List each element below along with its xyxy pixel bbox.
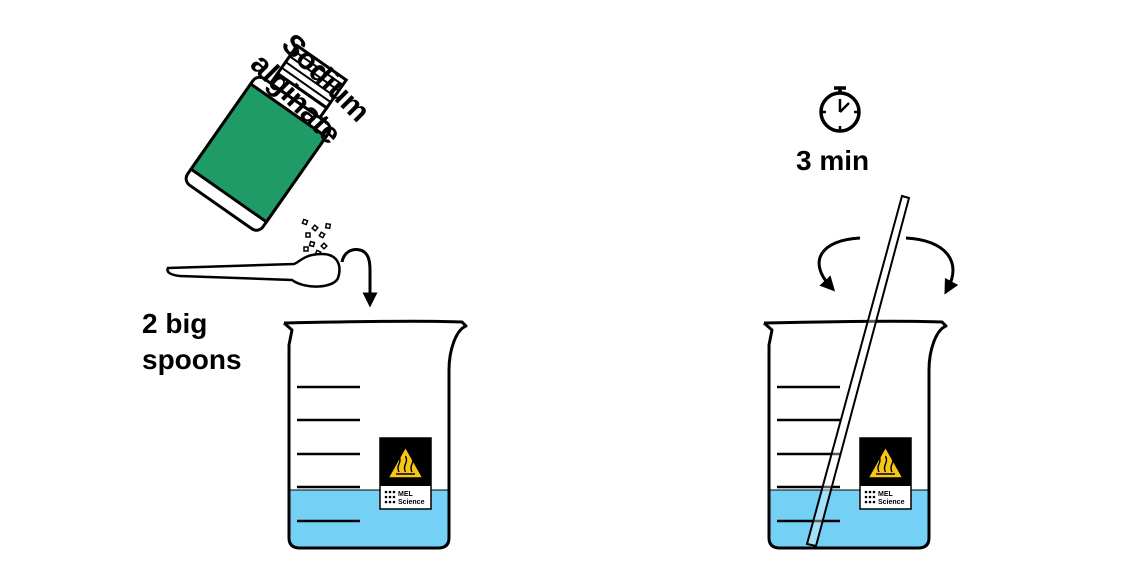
sodium-alginate-jar — [184, 43, 349, 232]
brand-line-2: Science — [398, 499, 425, 506]
measuring-spoon — [166, 252, 341, 288]
step-2-panel: 3 min — [763, 86, 959, 550]
amount-label: 2 big spoons — [142, 308, 242, 375]
amount-label-line-1: 2 big — [142, 308, 207, 339]
brand-line-1: MEL — [398, 491, 414, 498]
brand-name: MEL Science — [398, 491, 425, 506]
stopwatch-icon — [819, 86, 861, 133]
time-label: 3 min — [796, 145, 869, 176]
graduation-marks-2 — [777, 385, 840, 523]
beaker-2-sticker: MEL Science — [859, 437, 912, 510]
step-1-panel: Sodium alginate 2 big spoons — [142, 28, 468, 550]
beaker-2: MEL Science — [763, 194, 948, 550]
beaker-1: MEL Science — [283, 319, 468, 550]
brand-2-line-1: MEL — [878, 491, 894, 498]
graduation-marks — [297, 385, 360, 523]
brand-dots — [384, 490, 396, 504]
beaker-1-sticker: MEL Science — [379, 437, 432, 510]
stir-arrows-icon — [817, 236, 959, 295]
hot-surface-warning-icon — [387, 446, 424, 479]
brand-dots-2 — [864, 490, 876, 504]
pour-arrow-icon — [340, 248, 378, 308]
amount-label-line-2: spoons — [142, 344, 242, 375]
brand-name-2: MEL Science — [878, 491, 905, 506]
stirring-rod — [805, 194, 911, 548]
hot-surface-warning-icon-2 — [867, 446, 904, 479]
brand-2-line-2: Science — [878, 499, 905, 506]
